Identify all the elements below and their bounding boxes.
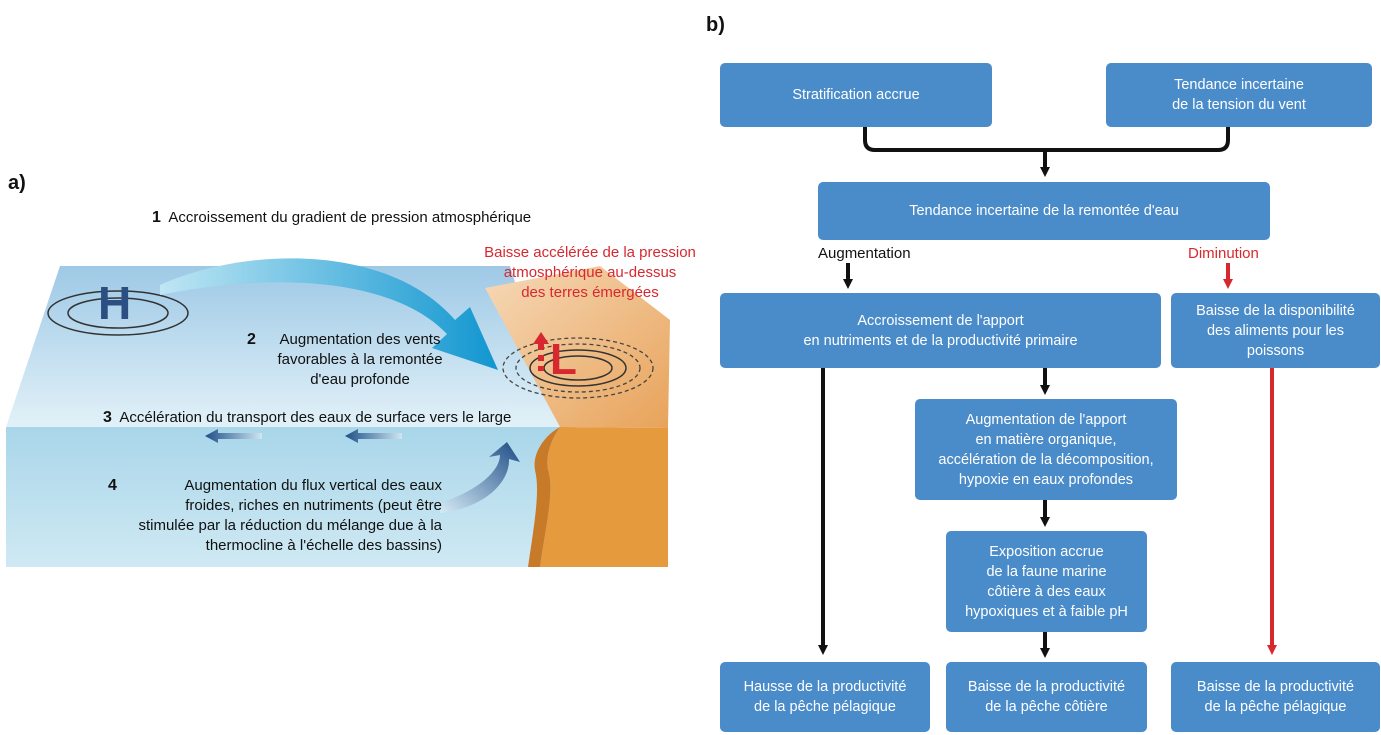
box-exposure: Exposition accrue de la faune marine côt… — [946, 531, 1147, 632]
box-food-availability: Baisse de la disponibilité des aliments … — [1171, 293, 1380, 368]
step-2-text: Augmentation des vents favorables à la r… — [277, 331, 443, 388]
high-pressure-symbol — [47, 290, 189, 336]
upwelling-illustration — [6, 258, 670, 567]
box-outcome-pelagic-increase: Hausse de la productivité de la pêche pé… — [720, 662, 930, 732]
box-wind-stress: Tendance incertaine de la tension du ven… — [1106, 63, 1372, 127]
box-nutrients: Accroissement de l'apport en nutriments … — [720, 293, 1161, 368]
panel-b-label: b) — [706, 14, 725, 36]
low-pressure-caption: Baisse accélérée de la pression atmosphé… — [484, 244, 696, 301]
merge-bracket — [863, 126, 1230, 152]
step-4-number: 4 — [108, 477, 117, 494]
panel-a-label: a) — [8, 172, 26, 194]
box-stratification: Stratification accrue — [720, 63, 992, 127]
step-4-text: Augmentation du flux vertical des eaux f… — [138, 477, 442, 554]
offshore-transport-arrows — [205, 429, 402, 443]
low-pressure-letter: L — [550, 335, 577, 384]
rising-air-icon — [533, 332, 549, 371]
step-2-number: 2 — [247, 331, 256, 348]
label-decrease: Diminution — [1188, 245, 1259, 262]
step-3: 3 Accélération du transport des eaux de … — [103, 408, 511, 428]
step-1: 1 Accroissement du gradient de pression … — [152, 208, 531, 228]
step-3-number: 3 — [103, 409, 112, 426]
upwelling-arrow — [440, 442, 520, 513]
step-3-text: Accélération du transport des eaux de su… — [119, 409, 512, 426]
box-outcome-pelagic-decrease: Baisse de la productivité de la pêche pé… — [1171, 662, 1380, 732]
step-1-number: 1 — [152, 209, 161, 226]
box-upwelling-trend: Tendance incertaine de la remontée d'eau — [818, 182, 1270, 240]
pressure-gradient-arrow — [160, 258, 498, 370]
coastal-land — [485, 266, 670, 428]
high-pressure-letter: H — [98, 277, 132, 329]
box-organic-matter: Augmentation de l'apport en matière orga… — [915, 399, 1177, 500]
box-outcome-coastal-decrease: Baisse de la productivité de la pêche cô… — [946, 662, 1147, 732]
step-1-text: Accroissement du gradient de pression at… — [168, 209, 532, 226]
land-cliff — [540, 427, 668, 567]
label-increase: Augmentation — [818, 245, 911, 262]
